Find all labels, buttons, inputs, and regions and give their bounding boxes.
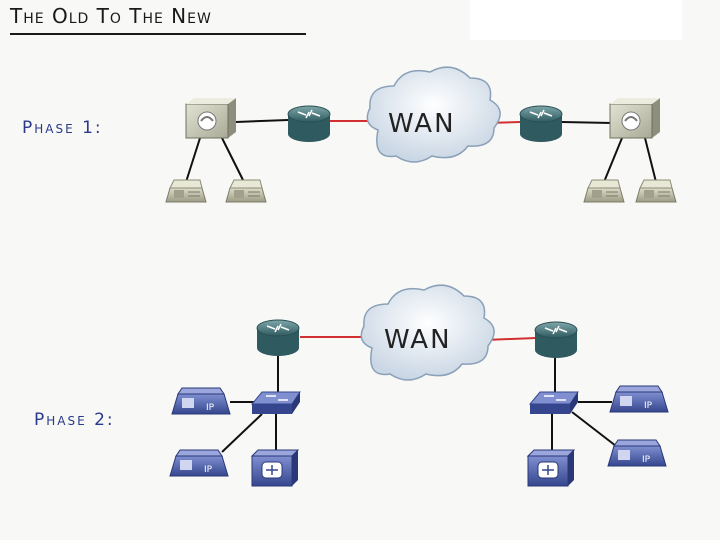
ip-phone-icon: IP xyxy=(171,387,231,415)
switch-icon xyxy=(250,391,301,414)
pbx-icon xyxy=(185,98,236,139)
call-manager-icon xyxy=(526,449,576,487)
svg-text:IP: IP xyxy=(206,403,215,413)
phone-icon xyxy=(225,179,267,203)
router-icon xyxy=(287,105,331,142)
phone-icon xyxy=(165,179,207,203)
router-icon xyxy=(256,319,300,356)
phase-1-label: Phase 1: xyxy=(22,118,103,138)
ip-phone-icon: IP xyxy=(609,385,669,413)
pbx-icon xyxy=(609,98,660,139)
ip-phone-icon: IP xyxy=(169,449,229,477)
svg-text:IP: IP xyxy=(644,401,653,411)
wan-label: WAN xyxy=(388,109,456,139)
call-manager-icon xyxy=(250,449,300,487)
slide-title: The Old To The New xyxy=(10,4,212,28)
phase-2-links xyxy=(221,336,617,453)
switch-icon xyxy=(528,391,579,414)
phase-2-label: Phase 2: xyxy=(34,410,115,430)
phone-icon xyxy=(635,179,677,203)
router-icon xyxy=(534,321,578,358)
router-icon xyxy=(519,105,563,142)
ip-phone-icon: IP xyxy=(607,439,667,467)
wan-label: WAN xyxy=(384,325,452,355)
wan-cloud-icon xyxy=(360,284,495,381)
svg-text:IP: IP xyxy=(204,465,213,475)
svg-text:IP: IP xyxy=(642,455,651,465)
phase-1-links xyxy=(185,119,657,183)
blank-panel xyxy=(470,0,682,40)
title-underline xyxy=(10,33,306,35)
phone-icon xyxy=(583,179,625,203)
wan-cloud-icon xyxy=(366,66,501,163)
